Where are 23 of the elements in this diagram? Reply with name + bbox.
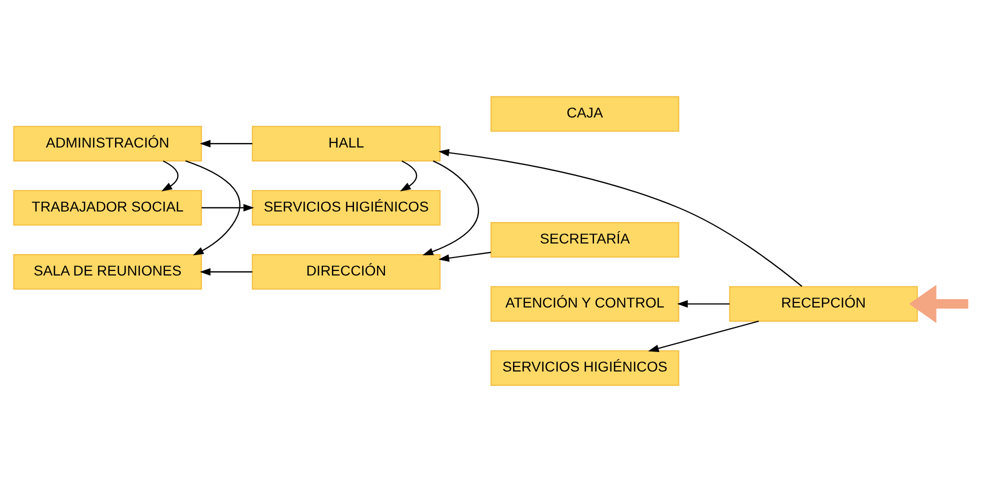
node-box: CAJA (490, 96, 680, 132)
node-box: ATENCIÓN Y CONTROL (490, 286, 680, 322)
node-box: SERVICIOS HIGIÉNICOS (490, 350, 680, 386)
arrow (648, 320, 759, 352)
arrow (438, 149, 802, 287)
node-box: HALL (252, 126, 441, 162)
node-box: SALA DE REUNIONES (13, 254, 202, 290)
node-box: TRABAJADOR SOCIAL (13, 190, 202, 226)
node-box: SECRETARÍA (490, 222, 680, 258)
arrow (400, 160, 418, 192)
node-box: DIRECCIÓN (252, 254, 441, 290)
arrow (161, 160, 178, 192)
arrow (200, 268, 252, 276)
arrow (438, 252, 492, 262)
node-box: SERVICIOS HIGIÉNICOS (252, 190, 441, 226)
arrow (200, 140, 252, 148)
arrow (202, 204, 254, 212)
arrow (677, 300, 730, 308)
node-box: RECEPCIÓN (729, 286, 918, 322)
node-box: ADMINISTRACIÓN (13, 126, 202, 162)
arrow (185, 160, 240, 256)
arrow (909, 284, 968, 324)
arrow (422, 160, 479, 256)
